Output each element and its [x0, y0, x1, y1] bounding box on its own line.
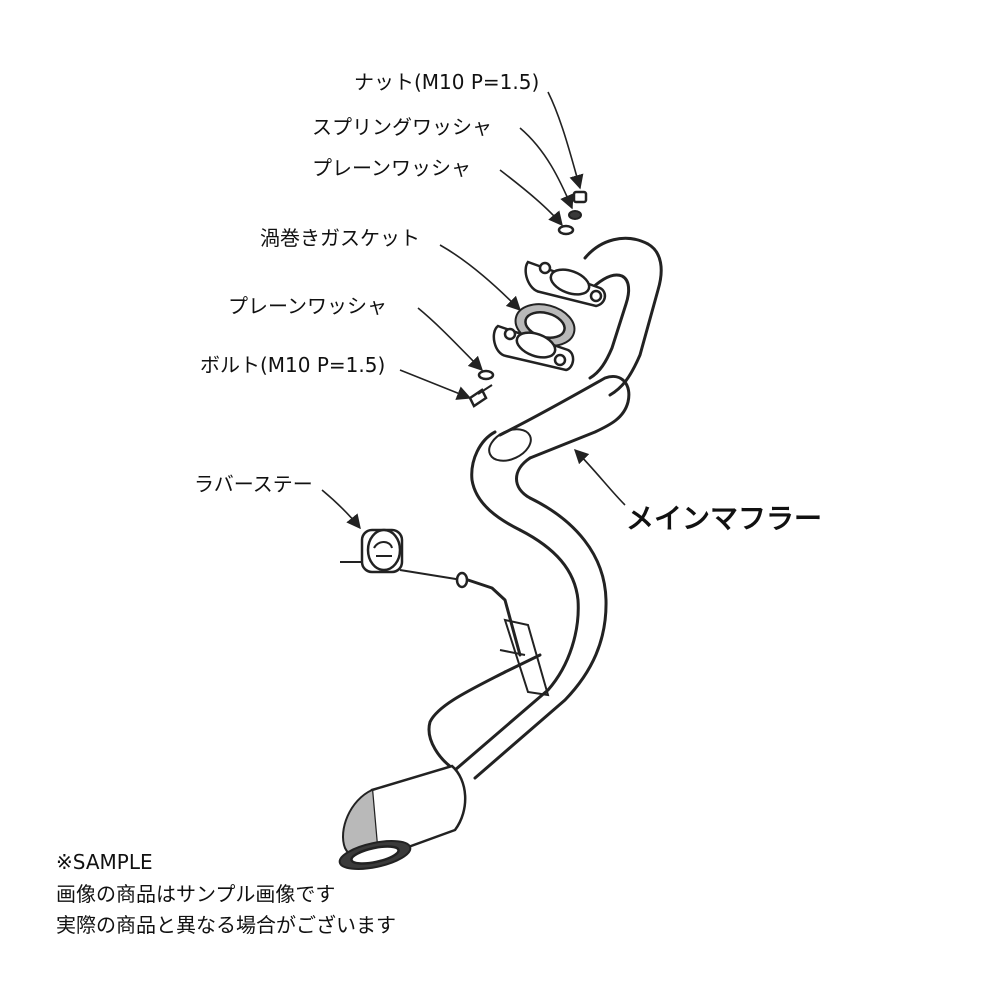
outlet-flange: [524, 260, 607, 308]
rubber-stay-label: ラバーステー: [194, 472, 313, 496]
inlet-pipe: [583, 236, 663, 397]
bolt: [468, 384, 493, 408]
main-muffler-label: メインマフラー: [626, 502, 823, 535]
nut: [572, 190, 588, 204]
main-muffler: [470, 375, 631, 532]
rubber-stay: [340, 528, 404, 574]
bolt-label: ボルト(M10 P=1.5): [200, 353, 386, 377]
plain-washer-top: [557, 224, 575, 236]
spring-washer: [568, 210, 582, 220]
sample-disclaimer-line1: 画像の商品はサンプル画像です: [56, 882, 336, 906]
tail-finisher: [338, 764, 467, 870]
plain-washer-top-label: プレーンワッシャ: [312, 156, 471, 180]
plain-washer-bottom: [477, 369, 495, 381]
spiral-gasket-label: 渦巻きガスケット: [260, 226, 420, 250]
sample-disclaimer-line2: 実際の商品と異なる場合がございます: [56, 913, 396, 937]
plain-washer-bottom-label: プレーンワッシャ: [228, 294, 387, 318]
leader-lines: [321, 91, 626, 530]
spring-washer-label: スプリングワッシャ: [312, 115, 492, 139]
nut-label: ナット(M10 P=1.5): [354, 70, 540, 94]
mid-pipe: [427, 496, 608, 780]
sample-note: ※SAMPLE: [56, 850, 153, 874]
hanger-bracket: [399, 569, 550, 697]
inlet-flange: [492, 324, 575, 372]
